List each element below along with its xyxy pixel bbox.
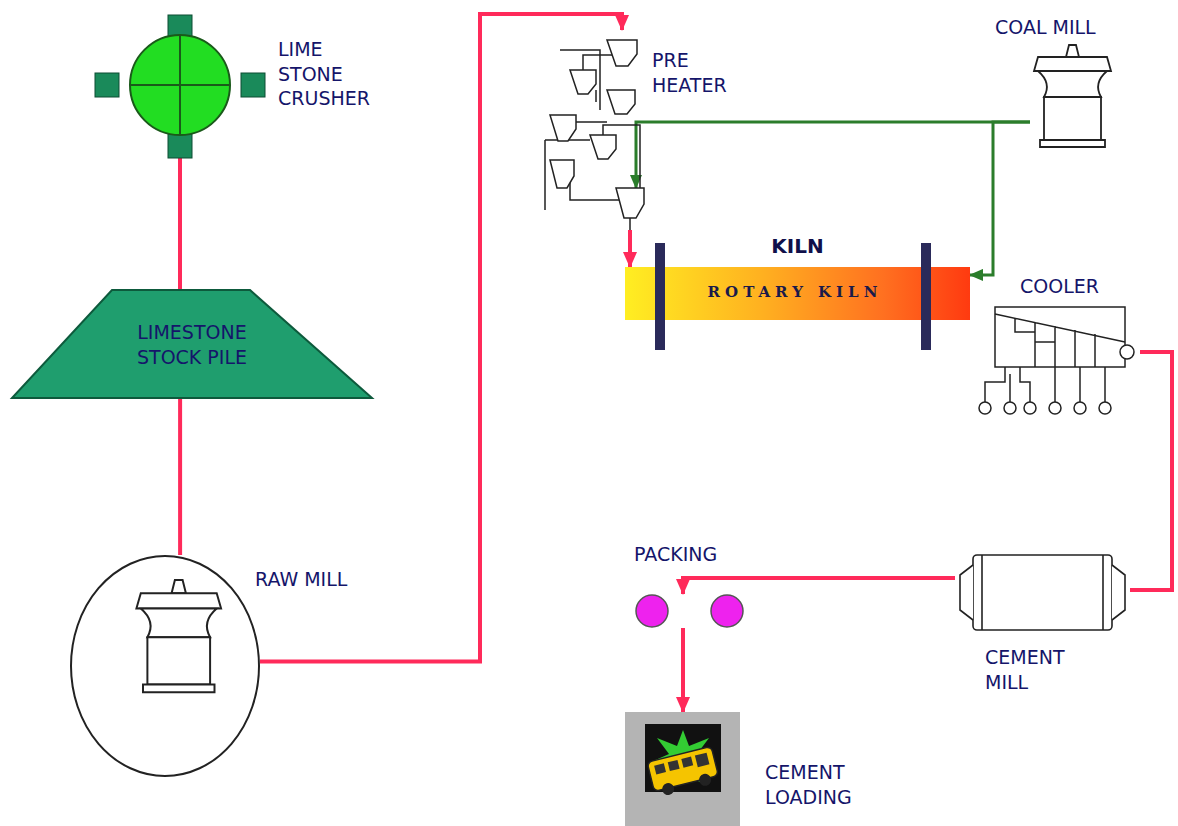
node-shape	[625, 712, 740, 826]
node-shape	[634, 594, 746, 628]
cooler-node: COOLER	[975, 302, 1140, 420]
material-flow-line	[178, 398, 182, 555]
packing-node: PACKING	[634, 594, 746, 628]
node-shape	[1030, 45, 1115, 150]
node-shape	[955, 545, 1130, 640]
coal-feed-line	[970, 122, 1030, 275]
node-label: CEMENT MILL	[985, 645, 1065, 694]
raw-mill-node: RAW MILL	[70, 555, 260, 777]
preheater-node: PRE HEATER	[540, 30, 655, 230]
stockpile-trapezoid: LIMESTONE STOCK PILE	[12, 290, 372, 398]
node-label: KILN	[625, 233, 970, 259]
rotary-kiln: KILNROTARY KILN	[625, 267, 970, 320]
node-shape	[975, 302, 1140, 420]
cement-loading-node: CEMENT LOADING	[625, 712, 740, 826]
node-label: LIME STONE CRUSHER	[278, 37, 370, 111]
node-label: CEMENT LOADING	[765, 760, 852, 809]
node-label: PRE HEATER	[652, 48, 727, 97]
coal-feed-line	[636, 122, 1030, 188]
material-flow-line	[683, 578, 955, 594]
node-label: COAL MILL	[995, 15, 1096, 40]
material-flow-line	[628, 230, 632, 267]
node-label: RAW MILL	[255, 567, 347, 592]
node-label: LIMESTONE STOCK PILE	[112, 320, 272, 369]
material-flow-line	[260, 14, 622, 662]
material-flow-line	[681, 628, 685, 712]
cement-mill-node: CEMENT MILL	[955, 545, 1130, 640]
node-shape	[12, 290, 372, 398]
node-shape	[540, 30, 655, 230]
material-flow-line	[178, 158, 182, 290]
node-label: PACKING	[634, 542, 717, 567]
node-shape	[95, 15, 265, 158]
material-flow-line	[1130, 352, 1172, 590]
node-shape	[70, 555, 260, 777]
crusher-node: LIME STONE CRUSHER	[95, 15, 265, 158]
coal-mill-node: COAL MILL	[1030, 45, 1115, 150]
node-label: COOLER	[1020, 274, 1099, 299]
node-label: ROTARY KILN	[670, 283, 920, 303]
